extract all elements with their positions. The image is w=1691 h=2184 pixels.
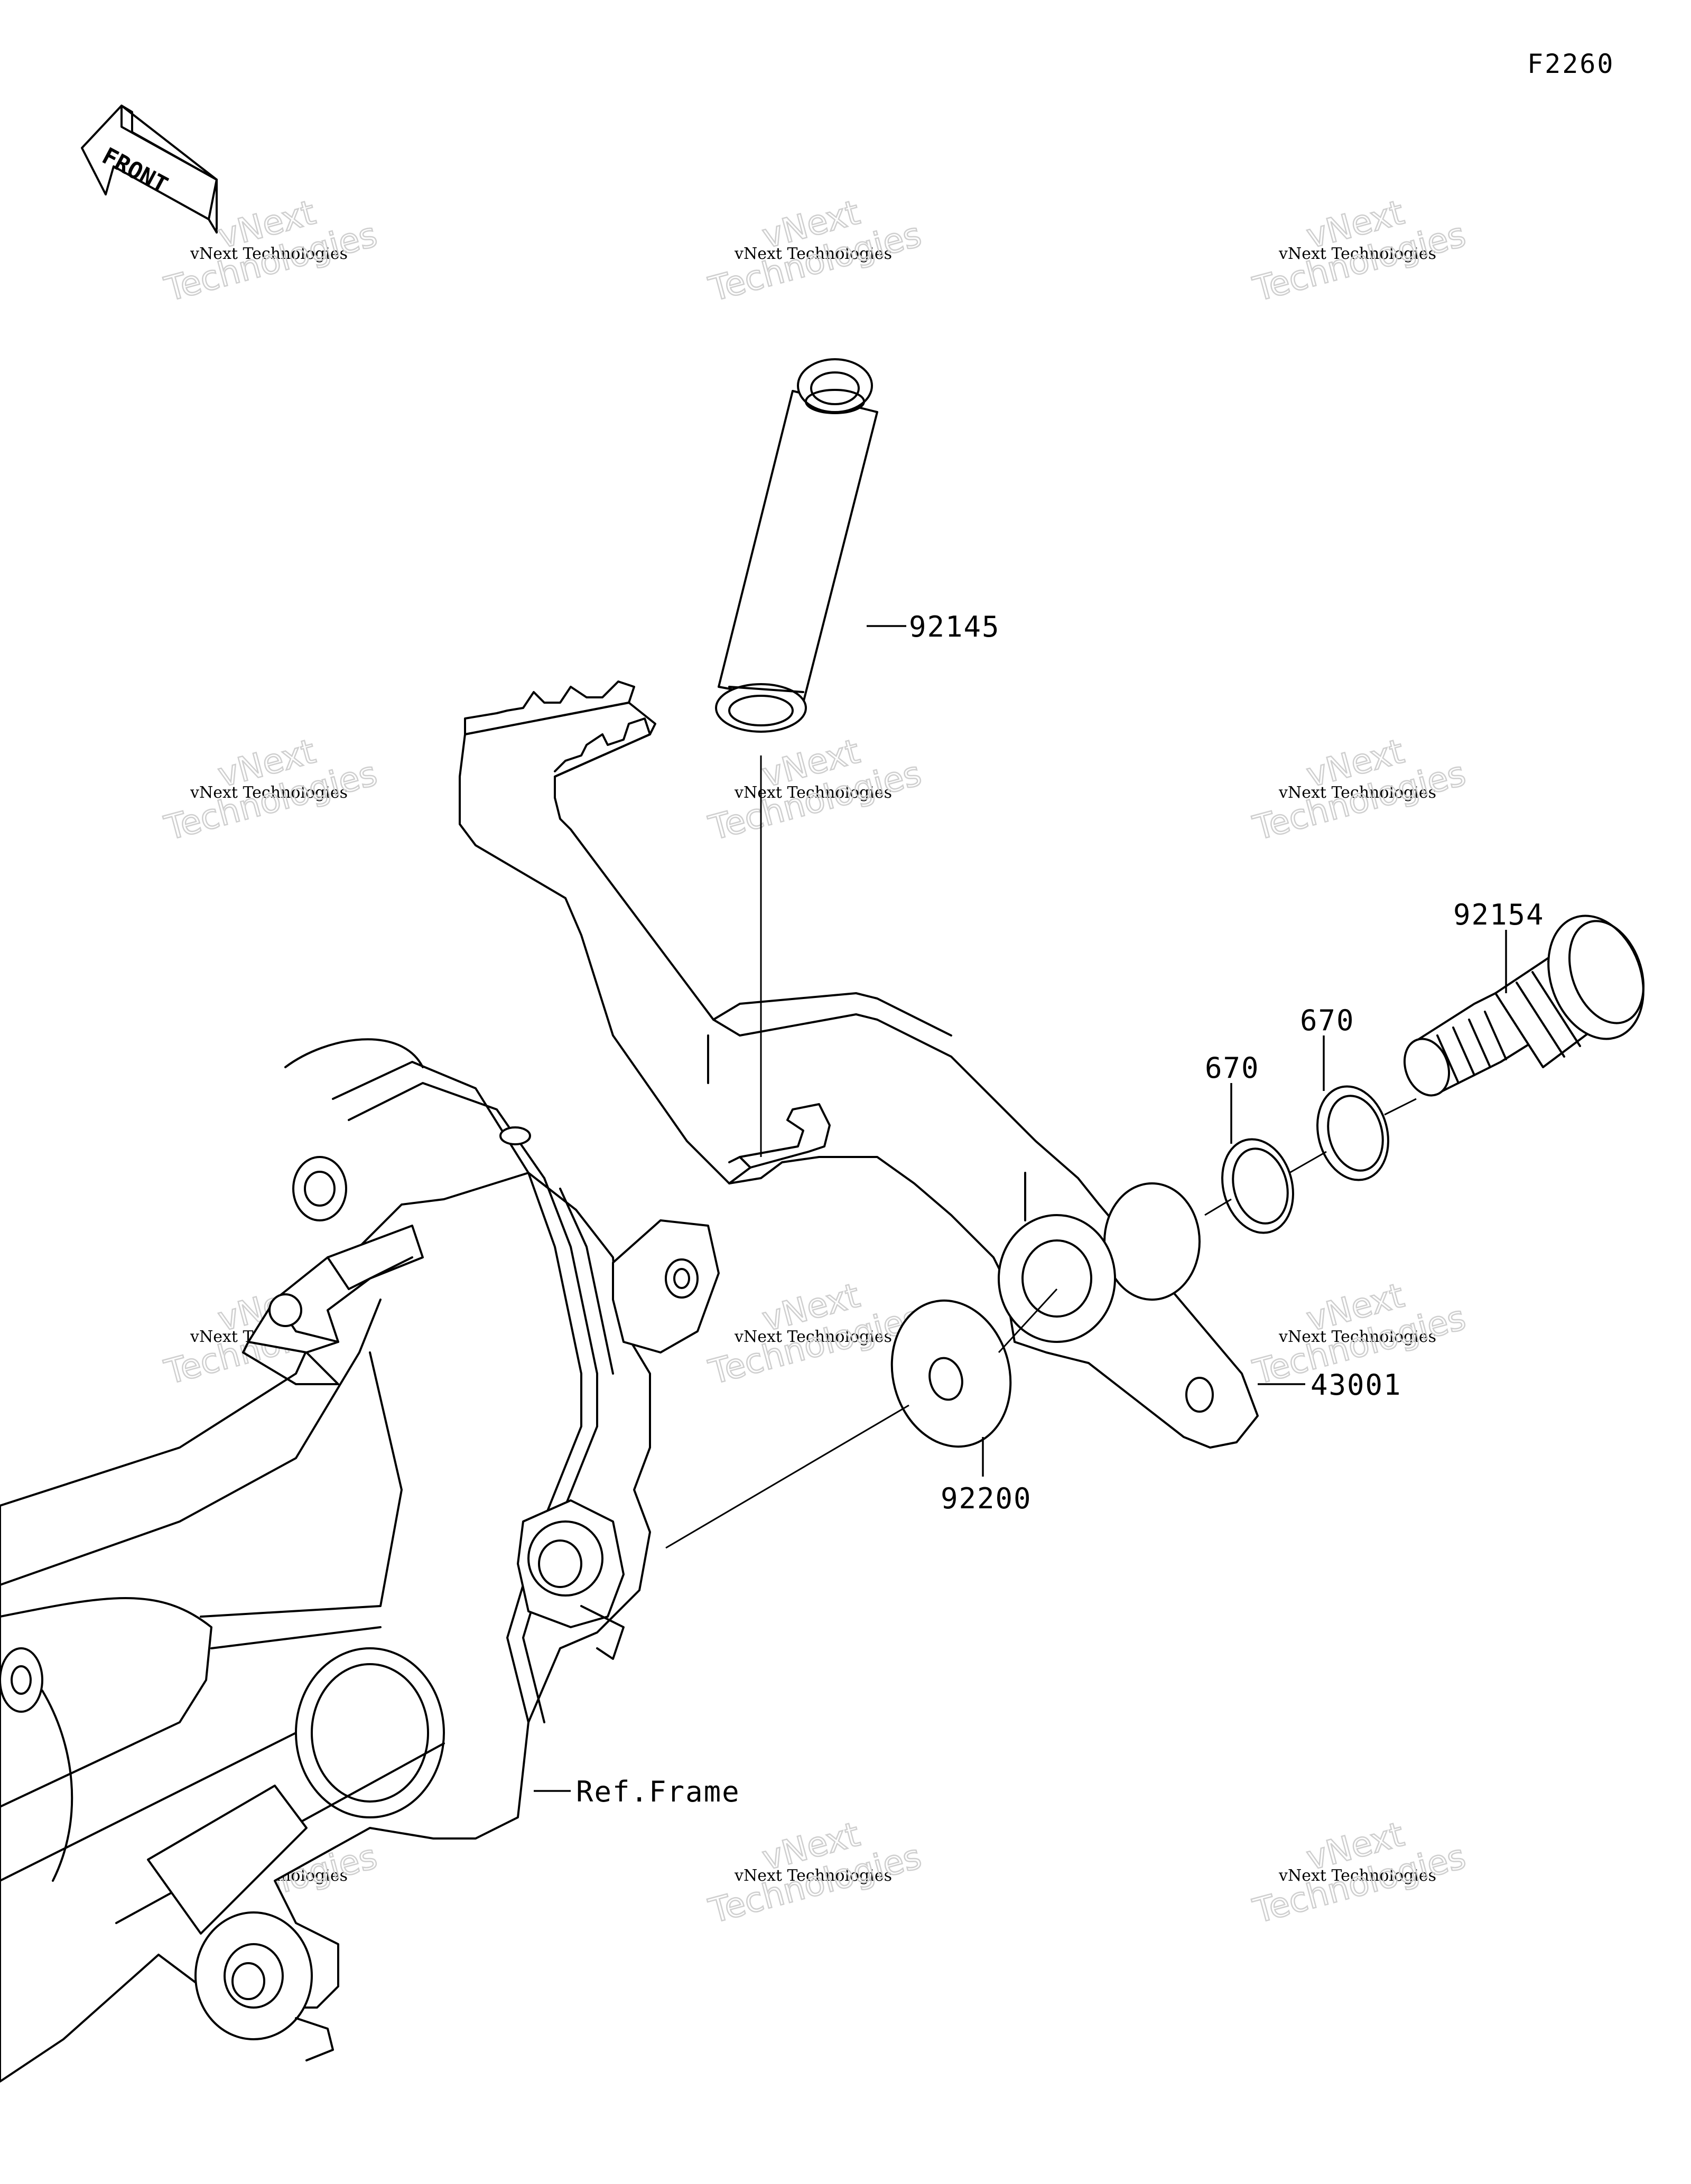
part-label-670-b: 670 [1300,1004,1355,1037]
svg-text:vNext Technologies: vNext Technologies [190,783,348,802]
ref-frame-label: Ref.Frame [576,1775,740,1808]
part-label-670-a: 670 [1205,1051,1260,1085]
part-label-92200: 92200 [941,1482,1032,1515]
spring-92145 [715,358,878,1157]
svg-text:vNext Technologies: vNext Technologies [734,1328,892,1346]
frame-drawing [0,1038,720,2083]
svg-text:vNext Technologies: vNext Technologies [1278,1866,1436,1885]
part-label-92154: 92154 [1453,898,1545,931]
svg-text:vNext Technologies: vNext Technologies [734,245,892,263]
svg-text:vNext Technologies: vNext Technologies [734,1866,892,1885]
diagram-code: F2260 [1527,49,1615,79]
brake-pedal-43001 [459,680,1259,1449]
o-ring-670-b [1316,1085,1389,1181]
part-label-92145: 92145 [909,610,1000,643]
svg-text:vNext Technologies: vNext Technologies [1278,245,1436,263]
svg-text:vNext Technologies: vNext Technologies [190,245,348,263]
svg-text:vNext Technologies: vNext Technologies [1278,783,1436,802]
svg-text:vNext Technologies: vNext Technologies [1278,1328,1436,1346]
part-label-43001: 43001 [1311,1368,1402,1402]
washer-92200 [665,1288,1058,1549]
o-ring-670-a [1221,1138,1294,1234]
leader-lines [534,625,1507,1792]
front-arrow-icon: FRONT [81,105,218,234]
pivot-bolt-92154 [1403,914,1645,1097]
